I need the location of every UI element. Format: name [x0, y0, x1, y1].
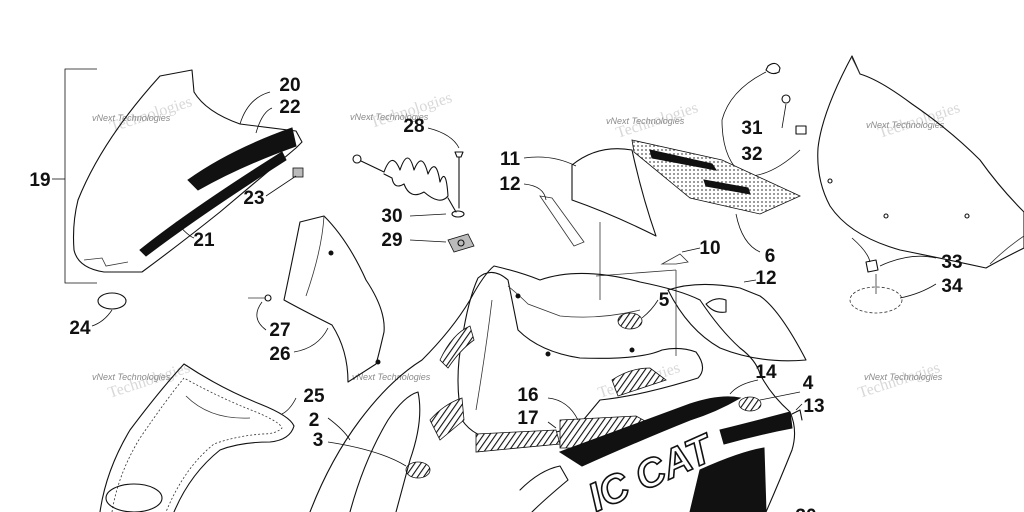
callout-6: 6 [765, 246, 776, 267]
callout-26: 26 [269, 344, 290, 365]
callout-17: 17 [517, 408, 538, 429]
side-panel-12 [667, 283, 807, 362]
watermark: vNext Technologies [606, 116, 685, 126]
callout-14: 14 [755, 362, 777, 383]
left-windshield-assembly [52, 68, 304, 327]
decal-20 [187, 127, 297, 191]
callout-27: 27 [269, 320, 290, 341]
part-13 [791, 409, 803, 421]
hood-body: IC CAT [309, 265, 803, 512]
grommet-3 [405, 461, 431, 479]
part-23 [292, 167, 304, 178]
nut-32 [795, 125, 807, 135]
watermark: vNext Technologies [92, 113, 171, 123]
callout-10: 10 [699, 238, 720, 259]
callout-21: 21 [193, 230, 215, 251]
callout-2: 2 [309, 410, 320, 431]
stripe-21 [139, 151, 287, 257]
washer-31 [781, 94, 791, 104]
decal-6 [631, 139, 801, 215]
callout-5: 5 [659, 290, 670, 311]
watermark: vNext Technologies [350, 112, 429, 122]
windshield-panel-30 [689, 447, 767, 512]
nut-33 [865, 259, 879, 273]
callout-16: 16 [517, 385, 538, 406]
callout-20: 20 [279, 75, 300, 96]
callout-12: 12 [499, 174, 520, 195]
cap-31 [765, 62, 781, 75]
watermark: vNext Technologies [352, 372, 431, 382]
callout-22: 22 [279, 97, 300, 118]
callout-3: 3 [313, 430, 324, 451]
bracket-12-left [539, 195, 585, 247]
callout-30-cropped: 30 [795, 506, 816, 512]
side-panel-26 [283, 215, 385, 383]
bracket-19 [64, 68, 97, 284]
callout-12: 12 [755, 268, 776, 289]
callout-4: 4 [803, 373, 814, 394]
callout-labels: 2 3 4 5 6 10 11 12 12 13 14 16 17 19 20 … [29, 75, 963, 512]
callout-19: 19 [29, 170, 50, 191]
tether-hardware [352, 127, 475, 253]
upper-center-parts [523, 139, 807, 362]
windshield-left [72, 69, 303, 273]
callout-28: 28 [403, 116, 424, 137]
grommet-5 [617, 312, 643, 330]
coil-tether-30 [360, 157, 449, 201]
callout-30: 30 [381, 206, 402, 227]
callout-13: 13 [803, 396, 824, 417]
callout-31: 31 [741, 118, 763, 139]
callout-34: 34 [941, 276, 963, 297]
callout-24: 24 [69, 318, 91, 339]
washer-34 [849, 286, 903, 314]
watermark: vNext Technologies [866, 120, 945, 130]
grommet-4 [738, 396, 762, 412]
screw-28 [454, 151, 464, 158]
callout-29: 29 [381, 230, 402, 251]
part-10 [660, 253, 689, 265]
seal-25 [99, 363, 297, 512]
side-panel [248, 215, 385, 383]
callout-11: 11 [500, 149, 521, 170]
watermark: vNext Technologies [864, 372, 943, 382]
deflector-11 [571, 148, 657, 237]
windshield-right [817, 55, 1024, 269]
watermark-group: Technologies vNext Technologies Technolo… [92, 89, 962, 401]
callout-25: 25 [303, 386, 325, 407]
watermark: vNext Technologies [92, 372, 171, 382]
grommet-24 [97, 292, 127, 310]
right-windshield-assembly [721, 55, 1024, 314]
callout-23: 23 [243, 188, 264, 209]
callout-32: 32 [741, 144, 762, 165]
clip-29 [447, 233, 475, 253]
callout-33: 33 [941, 252, 962, 273]
